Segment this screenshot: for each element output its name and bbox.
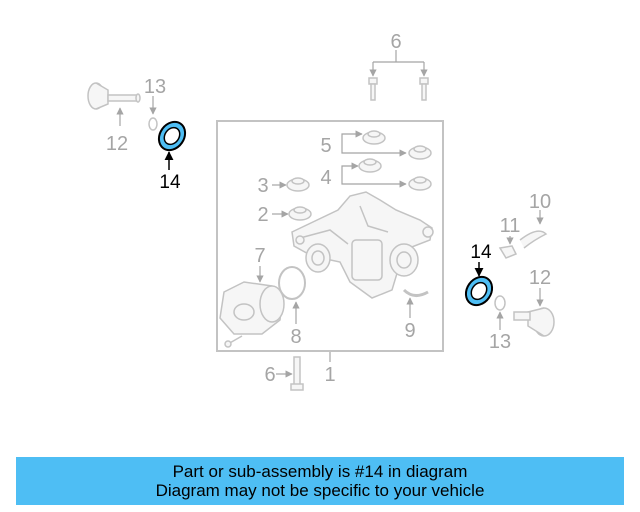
mount-bushings: [286, 130, 432, 221]
differential-cover: [219, 281, 285, 348]
parts-diagram: 6 13 12 5 4 3 2 7 8 9 10 11 12 13 6 1 14…: [87, 31, 555, 391]
washer-left: [148, 117, 158, 131]
clip-10: [519, 230, 548, 249]
washer-right: [494, 295, 506, 311]
callout-9: 9: [404, 320, 415, 342]
callout-5: 5: [320, 135, 331, 157]
banner-line-2: Diagram may not be specific to your vehi…: [155, 481, 485, 500]
differential-housing: [291, 191, 434, 299]
callout-6-bottom: 6: [264, 364, 275, 386]
seal-14-right[interactable]: [461, 272, 498, 310]
bolts-top: [368, 77, 429, 101]
callout-6-top: 6: [390, 31, 401, 53]
bolt-bottom: [290, 356, 304, 391]
banner-line-1: Part or sub-assembly is #14 in diagram: [172, 462, 468, 481]
drive-flange-left: [87, 82, 141, 110]
callout-4: 4: [320, 167, 331, 189]
callout-8: 8: [290, 326, 301, 348]
drive-flange-right: [513, 307, 555, 337]
info-banner: Part or sub-assembly is #14 in diagram D…: [16, 457, 624, 505]
seal-14-left[interactable]: [154, 117, 191, 155]
callout-2: 2: [257, 204, 268, 226]
callout-14-left[interactable]: 14: [159, 172, 181, 193]
callout-10: 10: [529, 191, 551, 213]
callout-11: 11: [500, 215, 521, 237]
callout-13-left: 13: [144, 76, 166, 98]
assembly-frame: [216, 120, 444, 352]
hose-9: [402, 288, 429, 297]
callout-7: 7: [254, 245, 265, 267]
o-ring: [278, 266, 306, 300]
leader-lines-highlight: [164, 151, 484, 277]
callout-12-left: 12: [106, 133, 128, 155]
callout-14-right[interactable]: 14: [470, 242, 492, 263]
callout-3: 3: [257, 175, 268, 197]
callout-13-right: 13: [489, 331, 511, 353]
callout-12-right: 12: [529, 267, 551, 289]
callout-1: 1: [324, 364, 335, 386]
leader-lines: [116, 50, 544, 378]
bracket-11: [498, 245, 518, 259]
